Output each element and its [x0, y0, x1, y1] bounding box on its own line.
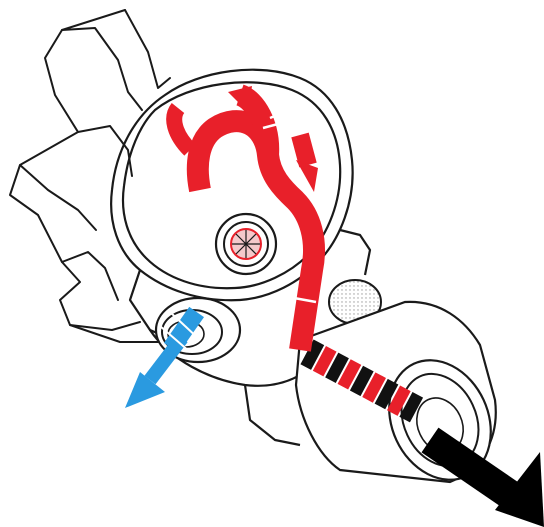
center-valve: [216, 214, 276, 274]
head-harness: [10, 10, 170, 342]
